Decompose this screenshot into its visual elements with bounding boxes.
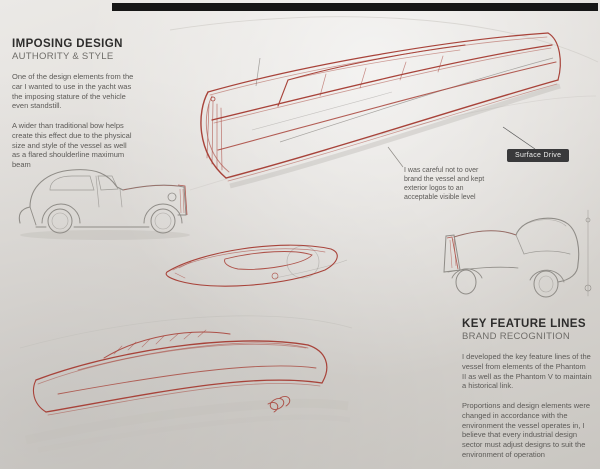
key-features-paragraph-1: I developed the key feature lines of the… (462, 352, 592, 391)
key-feature-lines-section: KEY FEATURE LINES BRAND RECOGNITION I de… (462, 318, 592, 469)
section-title-key-feature-lines: KEY FEATURE LINES (462, 318, 586, 330)
imposing-paragraph-2: A wider than traditional bow helps creat… (12, 121, 132, 169)
section-subtitle-brand-recognition: BRAND RECOGNITION (462, 331, 571, 342)
imposing-paragraph-1: One of the design elements from the car … (12, 72, 134, 111)
top-divider-bar (112, 3, 598, 11)
branding-annotation: I was careful not to over brand the vess… (404, 167, 485, 202)
imposing-design-section: IMPOSING DESIGN AUTHORITY & STYLE One of… (12, 38, 136, 180)
yacht-profile-sketch (19, 315, 353, 453)
main-yacht-perspective-sketch (169, 16, 599, 191)
surface-drive-label: Surface Drive (507, 149, 570, 162)
phantom-coupe-sketch (443, 209, 592, 298)
yacht-plan-sketch (165, 244, 348, 287)
key-features-paragraph-2: Proportions and design elements were cha… (462, 401, 590, 459)
section-subtitle-authority-style: AUTHORITY & STYLE (12, 51, 114, 62)
section-title-imposing-design: IMPOSING DESIGN (12, 38, 123, 50)
